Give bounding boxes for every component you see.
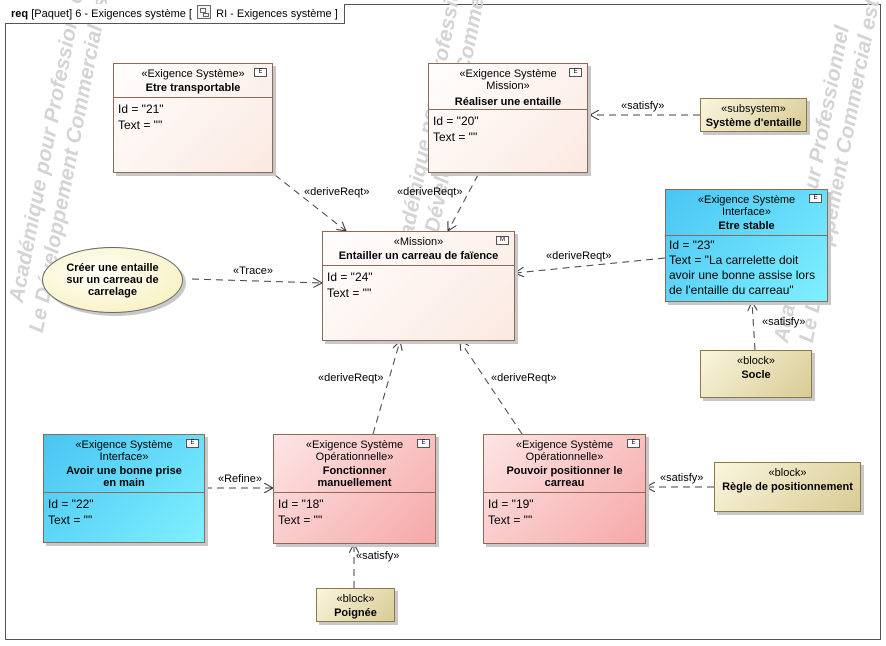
derive-23-line — [515, 257, 666, 273]
stereotype: «block» — [336, 593, 375, 605]
block-regle-positionnement[interactable]: «block» Règle de positionnement — [714, 462, 861, 512]
stereotype: «block» — [737, 355, 775, 367]
requirement-icon: E — [569, 68, 582, 77]
derive-20-line — [448, 174, 479, 231]
refine-label: «Refine» — [218, 473, 263, 485]
requirement-icon: E — [809, 194, 822, 203]
derive-18-label: «deriveReqt» — [318, 372, 384, 384]
requirement-id: Id = "18" — [278, 497, 324, 511]
requirement-properties: Id = "18" Text = "" — [274, 493, 435, 531]
derive-23-label: «deriveReqt» — [546, 250, 612, 262]
stereotype: «Exigence Système Opérationnelle» — [515, 439, 614, 463]
satisfy-poignee-label: «satisfy» — [356, 550, 400, 562]
block-socle[interactable]: «block» Socle — [700, 350, 812, 398]
trace-label: «Trace» — [233, 265, 273, 277]
requirement-properties: Id = "24" Text = "" — [323, 266, 514, 304]
requirement-name: Avoir une bonne prise en main — [66, 465, 182, 489]
requirement-properties: Id = "23" Text = "La carrelette doit avo… — [666, 236, 827, 300]
block-name: Socle — [741, 369, 771, 381]
requirement-icon: M — [496, 236, 509, 245]
diagram-kind: req — [11, 8, 29, 20]
derive-20-label: «deriveReqt» — [397, 186, 463, 198]
requirement-text: Text = "" — [488, 513, 533, 527]
requirement-header: «Mission» Entailler un carreau de faïenc… — [323, 232, 514, 266]
requirement-text: Text = "" — [278, 513, 323, 527]
usecase-creer-entaille[interactable]: Créer une entaille sur un carreau de car… — [42, 247, 183, 313]
requirement-properties: Id = "22" Text = "" — [44, 493, 204, 531]
diagram-icon — [197, 5, 212, 19]
derive-21-label: «deriveReqt» — [304, 186, 370, 198]
requirement-24[interactable]: M «Mission» Entailler un carreau de faïe… — [322, 231, 515, 341]
requirement-icon: E — [186, 439, 199, 448]
subsystem-systeme-entaille[interactable]: «subsystem» Système d'entaille — [700, 98, 807, 132]
diagram-title-tab: req [Paquet] 6 - Exigences système [ RI … — [5, 4, 345, 24]
diagram-frame — [5, 4, 881, 640]
requirement-header: «Exigence Système Opérationnelle» Foncti… — [274, 435, 435, 493]
requirement-text: Text = "La carrelette doit avoir une bon… — [669, 253, 816, 297]
trace-line — [191, 279, 322, 283]
stereotype: «subsystem» — [721, 103, 786, 115]
block-poignee[interactable]: «block» Poignée — [316, 588, 395, 622]
requirement-19[interactable]: E «Exigence Système Opérationnelle» Pouv… — [483, 434, 646, 544]
requirement-name: Pouvoir positionner le carreau — [506, 465, 623, 489]
requirement-properties: Id = "19" Text = "" — [484, 493, 645, 531]
stereotype: «Exigence Système Interface» — [75, 439, 173, 463]
requirement-23[interactable]: E «Exigence Système Interface» Etre stab… — [665, 189, 828, 302]
stereotype: «Exigence Système Opérationnelle» — [305, 439, 404, 463]
stereotype: «Mission» — [393, 236, 444, 248]
requirement-21[interactable]: E «Exigence Système» Etre transportable … — [113, 63, 273, 173]
usecase-name: Créer une entaille sur un carreau de car… — [66, 262, 159, 298]
requirement-id: Id = "24" — [327, 270, 373, 284]
requirement-header: «Exigence Système» Etre transportable — [114, 64, 272, 98]
satisfy-socle-label: «satisfy» — [762, 316, 806, 328]
requirement-header: «Exigence Système Opérationnelle» Pouvoi… — [484, 435, 645, 493]
requirement-icon: E — [627, 439, 640, 448]
requirement-22[interactable]: E «Exigence Système Interface» Avoir une… — [43, 434, 205, 543]
requirement-id: Id = "21" — [118, 102, 164, 116]
stereotype: «block» — [768, 467, 807, 479]
requirement-id: Id = "19" — [488, 497, 534, 511]
requirement-icon: E — [254, 68, 267, 77]
block-name: Règle de positionnement — [722, 481, 853, 493]
satisfy-socle-line — [752, 302, 755, 351]
derive-21-line — [274, 174, 346, 231]
requirement-name: Réaliser une entaille — [454, 96, 562, 108]
satisfy-regle-label: «satisfy» — [660, 472, 704, 484]
derive-19-label: «deriveReqt» — [491, 372, 557, 384]
derive-19-line — [460, 341, 523, 435]
requirement-text: Text = "" — [48, 513, 93, 527]
block-name: Poignée — [334, 607, 377, 619]
requirement-header: «Exigence Système Interface» Etre stable — [666, 190, 827, 236]
requirement-text: Text = "" — [327, 286, 372, 300]
requirement-name: Etre transportable — [145, 82, 241, 94]
requirement-name: Etre stable — [718, 220, 775, 232]
requirement-header: «Exigence Système Interface» Avoir une b… — [44, 435, 204, 493]
requirement-id: Id = "22" — [48, 497, 94, 511]
stereotype: «Exigence Système» — [141, 68, 245, 80]
requirement-properties: Id = "20" Text = "" — [429, 110, 587, 148]
diagram-package: [Paquet] 6 - Exigences système [ — [31, 8, 192, 20]
stereotype: «Exigence Système Mission» — [459, 68, 557, 92]
satisfy-subsystem-label: «satisfy» — [621, 100, 665, 112]
requirement-id: Id = "23" — [669, 238, 715, 252]
diagram-name: RI - Exigences système ] — [216, 8, 338, 20]
requirement-id: Id = "20" — [433, 114, 479, 128]
requirement-properties: Id = "21" Text = "" — [114, 98, 272, 136]
requirement-text: Text = "" — [433, 130, 478, 144]
requirement-name: Entailler un carreau de faïence — [338, 250, 499, 262]
requirement-name: Fonctionner manuellement — [317, 465, 392, 489]
block-name: Système d'entaille — [705, 117, 802, 129]
requirement-header: «Exigence Système Mission» Réaliser une … — [429, 64, 587, 110]
requirement-20[interactable]: E «Exigence Système Mission» Réaliser un… — [428, 63, 588, 173]
derive-18-line — [372, 341, 400, 435]
requirement-icon: E — [417, 439, 430, 448]
requirement-18[interactable]: E «Exigence Système Opérationnelle» Fonc… — [273, 434, 436, 544]
stereotype: «Exigence Système Interface» — [697, 194, 796, 218]
requirement-text: Text = "" — [118, 118, 163, 132]
